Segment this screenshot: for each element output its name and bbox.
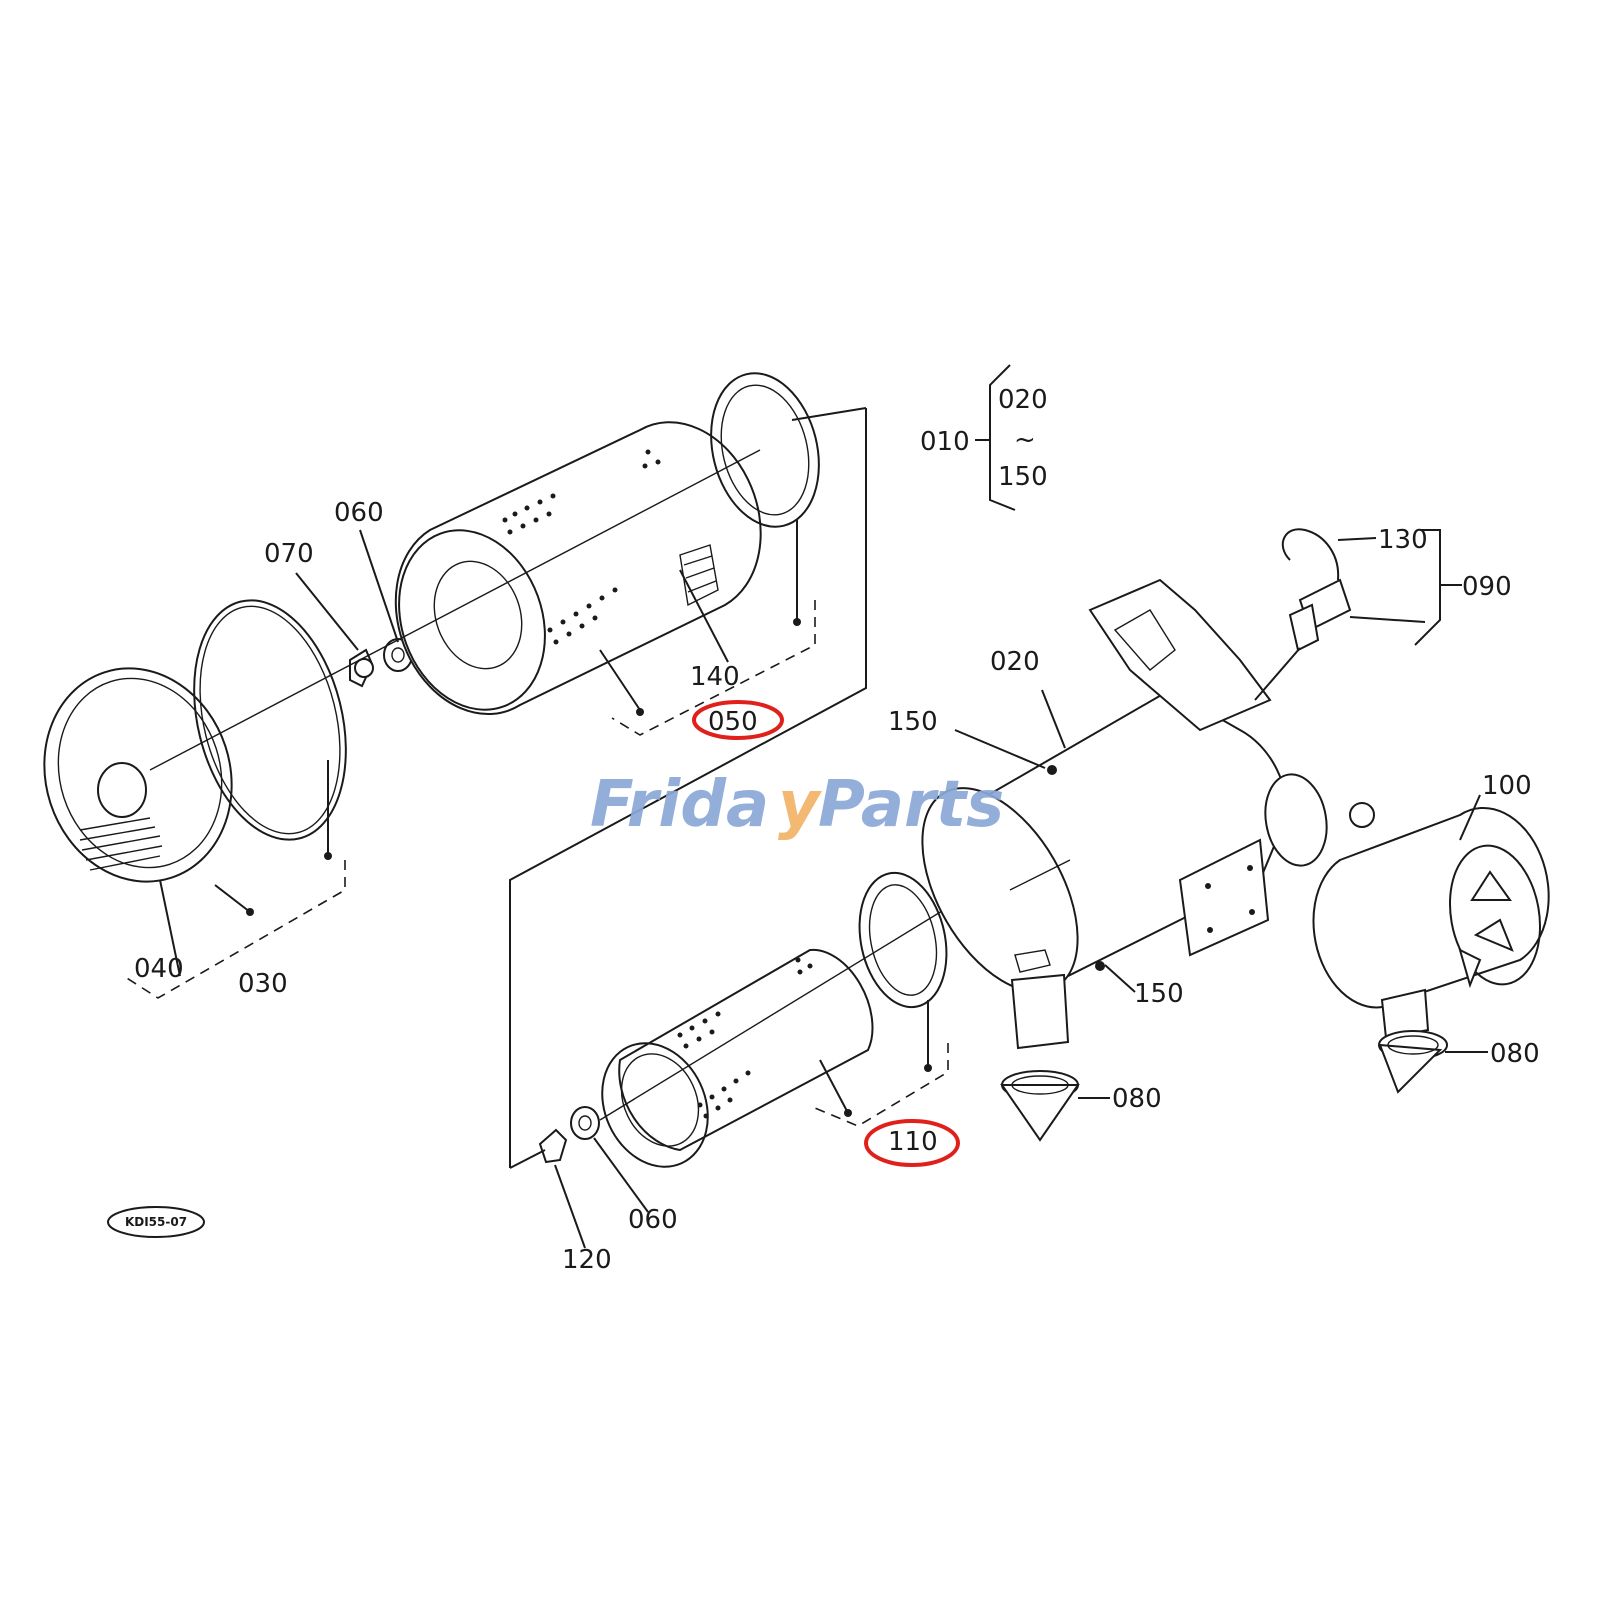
label-020: 020 — [990, 647, 1040, 677]
service-indicator-130 — [1254, 528, 1352, 701]
axis-line-lower — [599, 899, 961, 1121]
label-050: 050 — [708, 707, 758, 737]
label-range-symbol: ~ — [1014, 425, 1036, 455]
leader-070 — [295, 572, 359, 651]
bracket-090 — [1414, 529, 1441, 646]
leader-130 — [1337, 537, 1377, 541]
label-060-bottom: 060 — [628, 1205, 678, 1235]
leader-090-arrow — [1349, 616, 1426, 623]
leader-150-lower — [1104, 964, 1136, 993]
label-130: 130 — [1378, 525, 1428, 555]
pre-cleaner-100 — [1312, 802, 1550, 1040]
label-150-group: 150 — [998, 462, 1048, 492]
inner-filter-element-110 — [601, 948, 874, 1168]
highlight-050 — [692, 700, 784, 740]
watermark-part3: Parts — [818, 768, 1004, 842]
label-060-top: 060 — [334, 498, 384, 528]
highlight-110 — [864, 1119, 960, 1167]
air-cleaner-housing-020 — [921, 578, 1328, 1050]
watermark-logo: Frida y Parts — [590, 768, 1004, 842]
leader-060-bottom — [593, 1137, 649, 1213]
frame-lower — [509, 1149, 546, 1169]
label-080-mid: 080 — [1112, 1084, 1162, 1114]
drawing-code-frame — [107, 1206, 205, 1238]
frame-upper-top — [791, 407, 867, 421]
leader-060-top — [359, 529, 399, 643]
gasket-140 — [636, 372, 820, 716]
leader-110-dot — [819, 1059, 849, 1114]
wing-nut-120 — [538, 1128, 568, 1164]
label-030: 030 — [238, 969, 288, 999]
watermark-part2: y — [778, 768, 822, 842]
end-cap-040 — [43, 667, 233, 977]
watermark-part1: Frida — [590, 768, 769, 842]
leader-140 — [679, 569, 729, 663]
label-070: 070 — [264, 539, 314, 569]
label-090: 090 — [1462, 572, 1512, 602]
label-040: 040 — [134, 954, 184, 984]
leader-030-dot2 — [214, 884, 251, 913]
label-010: 010 — [920, 427, 970, 457]
bracket-110 — [814, 1043, 949, 1127]
gasket-lower — [844, 871, 948, 1117]
leader-050-dot — [599, 649, 641, 711]
washer-060-bottom — [570, 1106, 600, 1140]
outer-filter-element-050 — [394, 421, 762, 716]
label-020-group: 020 — [998, 385, 1048, 415]
leader-100 — [1459, 794, 1481, 841]
drawing-code: KDI55-07 — [125, 1215, 187, 1229]
wing-nut-070 — [349, 648, 374, 688]
label-120: 120 — [562, 1245, 612, 1275]
evacuator-valve-080-mid — [1000, 1070, 1080, 1142]
label-080-right: 080 — [1490, 1039, 1540, 1069]
label-150-lower: 150 — [1134, 979, 1184, 1009]
leader-120 — [554, 1164, 586, 1249]
bracket-010 — [975, 364, 1016, 511]
label-150-left: 150 — [888, 707, 938, 737]
label-140: 140 — [690, 662, 740, 692]
frame-upper — [509, 408, 867, 1168]
label-100: 100 — [1482, 771, 1532, 801]
bracket-030 — [121, 860, 346, 999]
axis-line-upper — [149, 449, 761, 771]
evacuator-valve-080-right — [1378, 1030, 1448, 1094]
leader-020 — [1041, 689, 1066, 749]
bracket-050 — [611, 600, 816, 736]
label-110: 110 — [888, 1127, 938, 1157]
leader-150-left — [954, 729, 1046, 769]
